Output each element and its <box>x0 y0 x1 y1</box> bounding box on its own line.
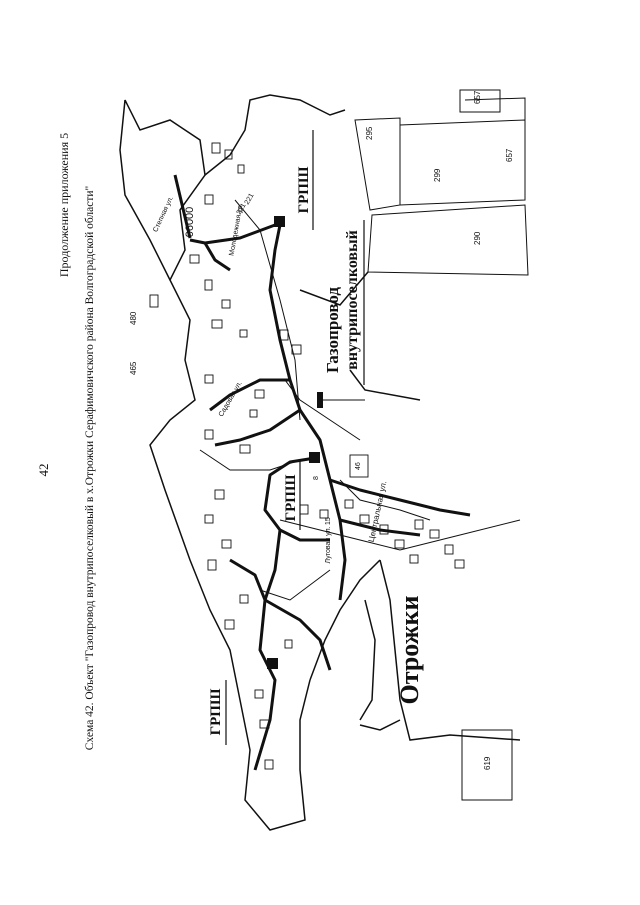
svg-text:Газопровод: Газопровод <box>323 287 342 373</box>
grpsh-cabinet-north <box>274 216 285 227</box>
pipeline-label: Газопровод внутрипоселковый <box>323 220 365 385</box>
grpsh-label-south: ГРПШ <box>208 680 227 745</box>
svg-text:внутрипоселковый: внутрипоселковый <box>344 230 361 370</box>
building-number: 221 <box>244 192 256 206</box>
settlement-name: Отрожки <box>395 596 424 705</box>
parcel-label: 657 <box>505 148 514 162</box>
buildings <box>149 142 465 770</box>
building-number: 15 <box>325 517 332 525</box>
parcel-label: 480 <box>129 311 138 325</box>
grpsh-label-center: ГРПШ <box>283 460 301 530</box>
street-label: Луговая ул. <box>325 526 332 563</box>
street-label: Центральная ул. <box>367 480 389 543</box>
building-number: 46 <box>355 462 362 470</box>
street-label: Степная ул. <box>152 195 175 233</box>
continuation-note: Продолжение приложения 5 <box>57 133 71 277</box>
parcel-label: 295 <box>365 126 374 140</box>
gas-pipeline <box>173 174 471 771</box>
scheme-caption: Схема 42. Объект "Газопровод внутрипосел… <box>84 186 96 750</box>
pipeline-connector <box>317 392 323 408</box>
cadastral-code: 06000 <box>184 207 196 238</box>
building-number: 221 <box>236 202 248 216</box>
grpsh-cabinet-center <box>309 452 320 463</box>
building-number: 8 <box>313 476 320 480</box>
parcel-label: 299 <box>433 168 442 182</box>
settlement-boundary <box>119 94 521 831</box>
parcel-label: 619 <box>483 756 492 770</box>
street-label: Садовая ул. <box>218 380 244 418</box>
parcel-label: 465 <box>129 361 138 375</box>
parcel-label: 290 <box>473 231 482 245</box>
grpsh-label-north: ГРПШ <box>296 130 314 230</box>
svg-text:ГРПШ: ГРПШ <box>208 688 224 735</box>
parcel-label: 657 <box>473 90 482 104</box>
grpsh-cabinet-south <box>267 658 278 669</box>
svg-text:ГРПШ: ГРПШ <box>283 474 299 521</box>
svg-text:ГРПШ: ГРПШ <box>296 166 312 213</box>
parcel-grid <box>354 89 529 801</box>
page-number: 42 <box>36 464 51 477</box>
